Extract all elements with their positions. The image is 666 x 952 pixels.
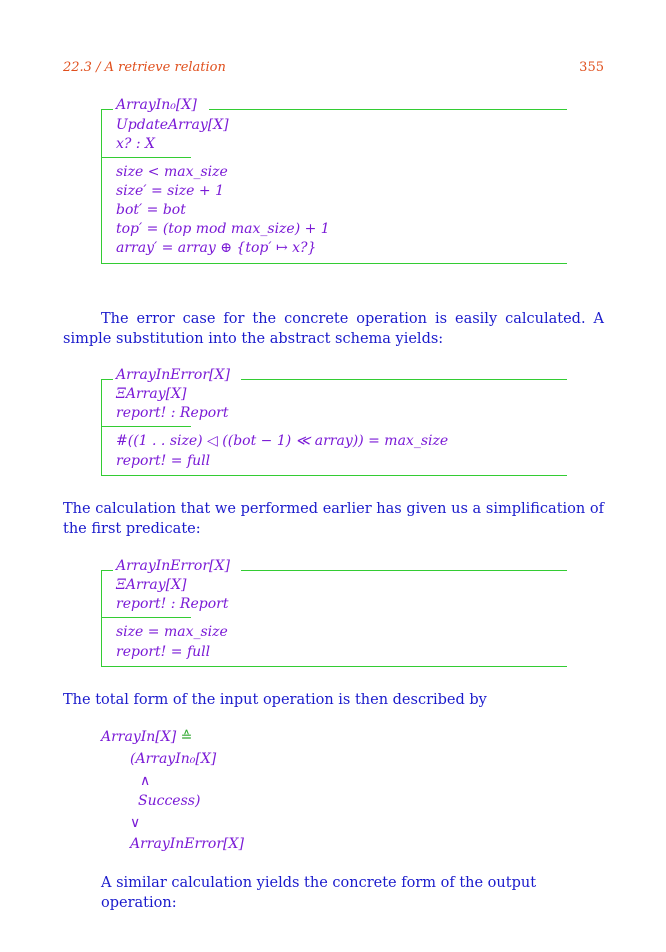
schema-decl: x? : X xyxy=(116,136,155,152)
schema-pred: size = max_size xyxy=(116,624,228,640)
schema-arrayinerror: ArrayInError[X] ΞArray[X] report! : Repo… xyxy=(101,366,567,476)
paragraph: The total form of the input operation is… xyxy=(63,692,487,708)
schema-decl: report! : Report xyxy=(116,596,229,612)
section-heading: 22.3 / A retrieve relation xyxy=(63,60,226,75)
disjunction-symbol: ∨ xyxy=(130,815,141,831)
schema-decl: report! : Report xyxy=(116,405,229,421)
schema-title: ArrayInError[X] xyxy=(116,558,230,574)
schema-title: ArrayIn₀[X] xyxy=(116,97,197,113)
schema-pred: report! = full xyxy=(116,453,211,469)
operation-definition: ArrayIn[X] ≙ (ArrayIn₀[X] ∧ Success) ∨ A… xyxy=(101,728,401,858)
schema-title: ArrayInError[X] xyxy=(116,367,230,383)
definition-line: (ArrayIn₀[X] xyxy=(130,751,217,767)
conjunction-symbol: ∧ xyxy=(140,773,151,789)
schema-pred: bot′ = bot xyxy=(116,202,186,218)
schema-pred: #((1 . . size) ◁ ((bot − 1) ≪ array)) = … xyxy=(116,433,449,449)
definition-line: Success) xyxy=(138,793,201,809)
schema-arrayinerror-simplified: ArrayInError[X] ΞArray[X] report! : Repo… xyxy=(101,557,567,667)
paragraph: The calculation that we performed earlie… xyxy=(63,501,604,537)
schema-pred: report! = full xyxy=(116,644,211,660)
paragraph: The error case for the concrete operatio… xyxy=(63,311,604,347)
page-number: 355 xyxy=(579,60,604,75)
define-symbol: ≙ xyxy=(180,729,193,745)
schema-pred: array′ = array ⊕ {top′ ↦ x?} xyxy=(116,240,317,256)
paragraph: A similar calculation yields the concret… xyxy=(101,875,537,911)
schema-pred: size′ = size + 1 xyxy=(116,183,224,199)
definition-lhs: ArrayIn[X] xyxy=(101,729,177,745)
schema-decl: ΞArray[X] xyxy=(116,577,187,593)
schema-decl: ΞArray[X] xyxy=(116,386,187,402)
schema-pred: top′ = (top mod max_size) + 1 xyxy=(116,221,330,237)
schema-arrayin0: ArrayIn₀[X] UpdateArray[X] x? : X size <… xyxy=(101,96,567,264)
schema-pred: size < max_size xyxy=(116,164,228,180)
schema-decl: UpdateArray[X] xyxy=(116,117,229,133)
definition-line: ArrayInError[X] xyxy=(130,836,244,852)
